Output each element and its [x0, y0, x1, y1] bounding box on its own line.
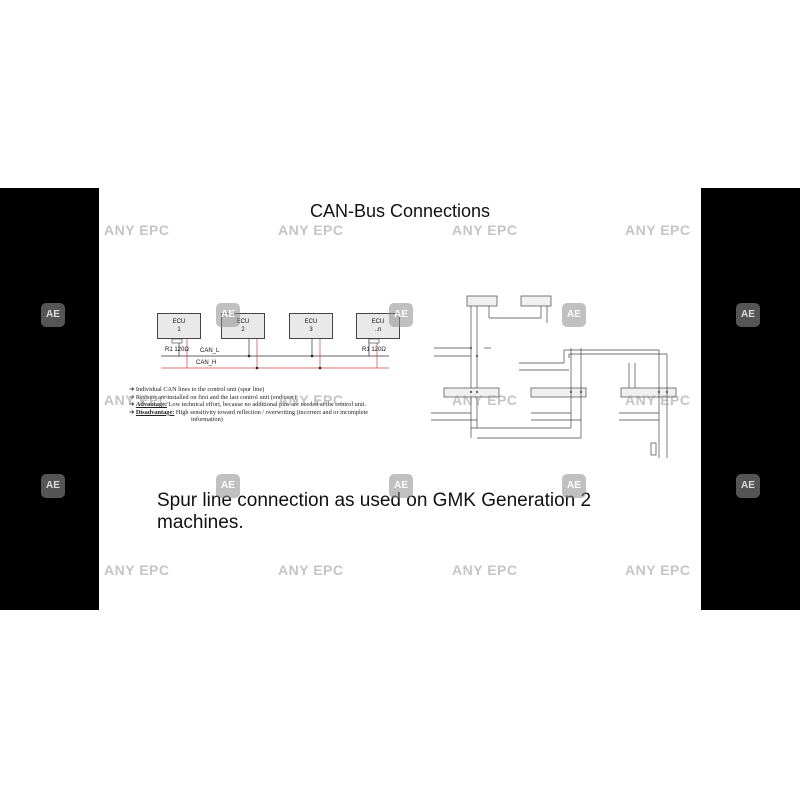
bullet-text: information) — [191, 416, 223, 424]
ecu-1-number: 1 — [177, 327, 181, 333]
slide-caption: Spur line connection as used on GMK Gene… — [157, 490, 592, 533]
ecu-2-number: 2 — [241, 327, 245, 333]
bullet-list: ➔ Individual CAN lines to the control un… — [129, 386, 424, 424]
watermark-text: ANY EPC — [452, 562, 518, 578]
ecu-1: ECU 1 — [157, 313, 201, 339]
bullet-text: High sensitivity toward reflection / ove… — [175, 408, 369, 416]
watermark-text: ANY EPC — [278, 392, 344, 408]
ecu-3-label: ECU — [304, 319, 318, 325]
ecu-2-label: ECU — [236, 319, 250, 325]
watermark-logo-icon: AE — [736, 303, 760, 327]
watermark-logo-icon: AE — [389, 474, 413, 498]
watermark-text: ANY EPC — [625, 222, 691, 238]
bullet-item: ➔ Individual CAN lines to the control un… — [129, 386, 265, 393]
can-h-label: CAN_H — [196, 360, 217, 366]
bus-wiring — [161, 338, 389, 370]
watermark-logo-icon: AE — [736, 474, 760, 498]
ecu-n-number: ..n — [374, 327, 382, 333]
right-black-bar — [701, 188, 800, 610]
watermark-logo-icon: AE — [216, 303, 240, 327]
watermark-text: ANY EPC — [625, 392, 691, 408]
watermark-text: ANY EPC — [625, 562, 691, 578]
bullet-item: information) — [129, 416, 424, 424]
ecu-1-label: ECU — [172, 319, 186, 325]
watermark-logo-icon: AE — [41, 474, 65, 498]
ecu-3: ECU 3 — [289, 313, 333, 339]
watermark-logo-icon: AE — [41, 303, 65, 327]
watermark-text: ANY EPC — [278, 222, 344, 238]
watermark-text: ANY EPC — [104, 562, 170, 578]
watermark-logo-icon: AE — [562, 303, 586, 327]
bullet-item: ➔ Advantage: Low technical effort, becau… — [129, 401, 367, 409]
watermark-text: ANY EPC — [104, 392, 170, 408]
can-l-label: CAN_L — [200, 348, 220, 354]
bullet-text: Resistor are installed on first and the … — [135, 393, 297, 401]
bullet-prefix: Disadvantage: — [135, 408, 175, 416]
resistor-right-label: R1 120Ω — [362, 347, 386, 353]
watermark-logo-icon: AE — [389, 303, 413, 327]
bullet-text: Low technical effort, because no additio… — [168, 401, 367, 409]
spur-line-schematic — [431, 295, 677, 458]
left-black-bar — [0, 188, 99, 610]
bullet-item: ➔ Resistor are installed on first and th… — [129, 393, 297, 401]
slide-title: CAN-Bus Connections — [309, 201, 491, 221]
bullet-item: ➔ Disadvantage: High sensitivity toward … — [129, 408, 369, 416]
watermark-logo-icon: AE — [216, 474, 240, 498]
slide: CAN-Bus Connections ECU — [99, 188, 701, 610]
bullet-prefix: Advantage: — [135, 401, 167, 409]
resistor-left-label: R1 120Ω — [165, 347, 189, 353]
watermark-text: ANY EPC — [452, 222, 518, 238]
watermark-text: ANY EPC — [278, 562, 344, 578]
ecu-n-label: ECU — [371, 319, 385, 325]
bullet-text: Individual CAN lines to the control unit… — [135, 386, 265, 393]
watermark-logo-icon: AE — [562, 474, 586, 498]
watermark-text: ANY EPC — [104, 222, 170, 238]
ecu-3-number: 3 — [309, 327, 313, 333]
watermark-text: ANY EPC — [452, 392, 518, 408]
